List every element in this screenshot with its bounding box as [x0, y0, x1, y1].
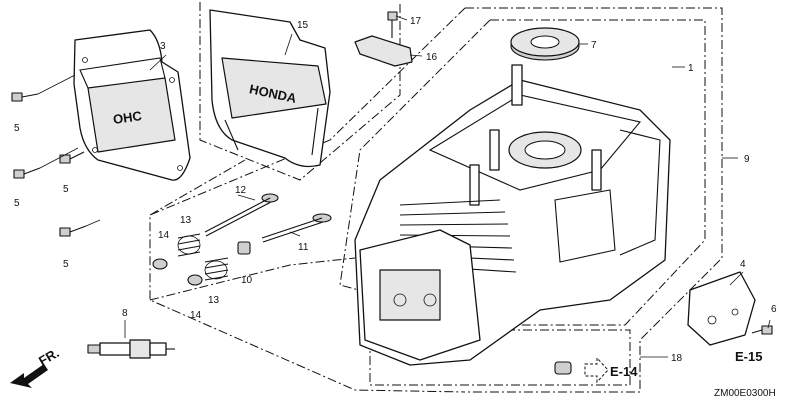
bolt-6 [751, 325, 773, 335]
callout-16: 16 [426, 52, 438, 63]
ohc-cover-text: OHC [112, 108, 143, 127]
callout-4: 4 [740, 259, 746, 270]
callout-13a: 13 [180, 215, 192, 226]
dowel-18 [554, 361, 572, 375]
ref-e14-label: E-14 [610, 364, 638, 379]
valve-spring-13a [177, 233, 201, 257]
callout-13b: 13 [208, 295, 220, 306]
bracket-16 [354, 35, 413, 67]
callout-5b: 5 [14, 198, 20, 209]
callout-1: 1 [688, 63, 694, 74]
bolt-17 [387, 11, 398, 38]
head-cover-ohc: OHC [73, 29, 191, 181]
callout-labels: 3 15 17 16 7 1 9 12 13 14 11 10 13 14 8 … [14, 16, 777, 364]
flange-bolt [59, 151, 85, 164]
bolt-5-group [11, 74, 101, 237]
front-label: FR. [36, 345, 62, 368]
callout-14a: 14 [158, 230, 170, 241]
callout-14b: 14 [190, 310, 202, 321]
retainer-14b [187, 274, 203, 286]
cylinder-block [354, 64, 671, 366]
callout-10: 10 [241, 275, 253, 286]
drawing-code: ZM00E0300H [714, 388, 776, 399]
callout-11: 11 [298, 242, 309, 253]
valve-12 [204, 193, 279, 237]
callout-8: 8 [122, 308, 128, 319]
callout-5a: 5 [14, 123, 20, 134]
callout-12: 12 [235, 185, 247, 196]
callout-5c: 5 [63, 184, 69, 195]
callout-3: 3 [160, 41, 166, 52]
callout-17: 17 [410, 16, 422, 27]
callout-9: 9 [744, 154, 750, 165]
flange-bolt [13, 167, 41, 179]
retainer-14a [152, 258, 168, 270]
flange-bolt [59, 225, 87, 237]
honda-cover: HONDA [209, 9, 331, 168]
valve-seal-10 [237, 241, 251, 255]
callout-6: 6 [771, 304, 777, 315]
valve-spring-13b [204, 257, 229, 281]
flange-bolt [11, 92, 39, 102]
callout-15: 15 [297, 20, 309, 31]
ref-e14: E-14 [584, 356, 638, 384]
valve-11 [261, 213, 332, 243]
ref-e15-label: E-15 [735, 349, 762, 364]
leader-lines [124, 15, 771, 358]
callout-7: 7 [591, 40, 597, 51]
cover-plate-4 [687, 271, 756, 346]
front-direction-arrow: FR. [10, 345, 62, 388]
callout-5d: 5 [63, 259, 69, 270]
oil-seal-7 [510, 27, 580, 61]
callout-18: 18 [671, 353, 683, 364]
spark-plug-8 [87, 339, 175, 359]
